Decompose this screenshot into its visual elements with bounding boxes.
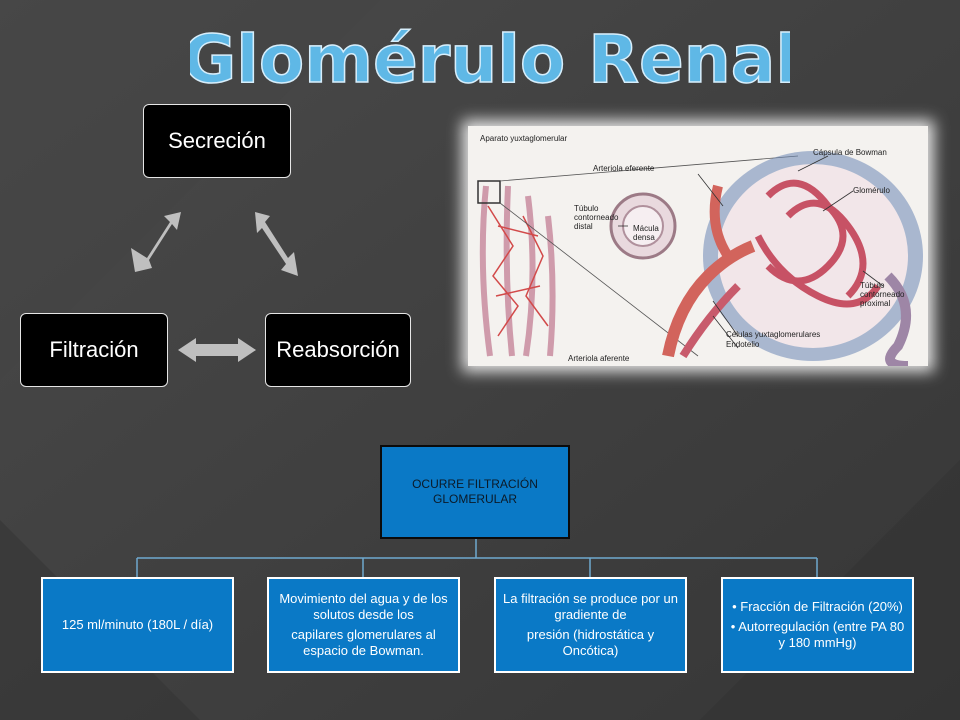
label-afferent: Arteriola aferente	[568, 354, 630, 363]
org-child-fraction: • Fracción de Filtración (20%) • Autorre…	[721, 577, 914, 673]
title-text: Glomérulo Renal	[190, 21, 790, 98]
org-child-rate: 125 ml/minuto (180L / día)	[41, 577, 234, 673]
glomerulus-drawing	[468, 126, 928, 371]
arrow-secrecion-reabsorcion	[255, 212, 298, 276]
slide-title: Glomérulo Renal	[190, 20, 790, 98]
label-endothelium: Endotelio	[726, 340, 760, 349]
label-bowman: Cápsula de Bowman	[813, 148, 887, 157]
cycle-node-secrecion: Secreción	[143, 104, 291, 178]
kidney-illustration: Aparato yuxtaglomerular Arteriola eferen…	[468, 126, 928, 371]
cycle-arrows	[131, 212, 298, 362]
label-distal: Túbulo contorneado distal	[574, 204, 619, 231]
label-proximal: Túbulo contorneado proximal	[860, 281, 905, 308]
org-child-gradient-line-2: presión (hidrostática y Oncótica)	[526, 627, 655, 658]
label-macula: Mácula densa	[633, 224, 659, 242]
org-child-movement-line-1: Movimiento del agua y de los solutos des…	[279, 591, 448, 622]
label-apparatus: Aparato yuxtaglomerular	[480, 134, 568, 143]
org-child-gradient-line-1: La filtración se produce por un gradient…	[503, 591, 678, 622]
org-root-node: OCURRE FILTRACIÓN GLOMERULAR	[380, 445, 570, 539]
org-child-rate-line: 125 ml/minuto (180L / día)	[61, 617, 214, 632]
cycle-node-secrecion-label: Secreción	[168, 128, 266, 153]
label-glomerulus: Glomérulo	[853, 186, 890, 195]
cycle-node-reabsorcion: Reabsorción	[265, 313, 411, 387]
label-jg-cells: Células yuxtaglomerulares	[726, 330, 821, 339]
arrow-filtracion-reabsorcion	[178, 338, 256, 362]
org-child-fraction-line-1: • Fracción de Filtración (20%)	[732, 599, 903, 614]
org-root-label: OCURRE FILTRACIÓN GLOMERULAR	[412, 477, 538, 506]
org-child-fraction-line-2: • Autorregulación (entre PA 80 y 180 mmH…	[730, 619, 905, 650]
cycle-node-filtracion: Filtración	[20, 313, 168, 387]
label-efferent: Arteriola eferente	[593, 164, 655, 173]
org-child-gradient: La filtración se produce por un gradient…	[494, 577, 687, 673]
cycle-node-reabsorcion-label: Reabsorción	[276, 337, 400, 362]
arrow-filtracion-secrecion	[131, 212, 181, 272]
cycle-node-filtracion-label: Filtración	[49, 337, 139, 362]
org-child-movement-line-2: capilares glomerulares al espacio de Bow…	[291, 627, 436, 658]
org-child-movement: Movimiento del agua y de los solutos des…	[267, 577, 460, 673]
